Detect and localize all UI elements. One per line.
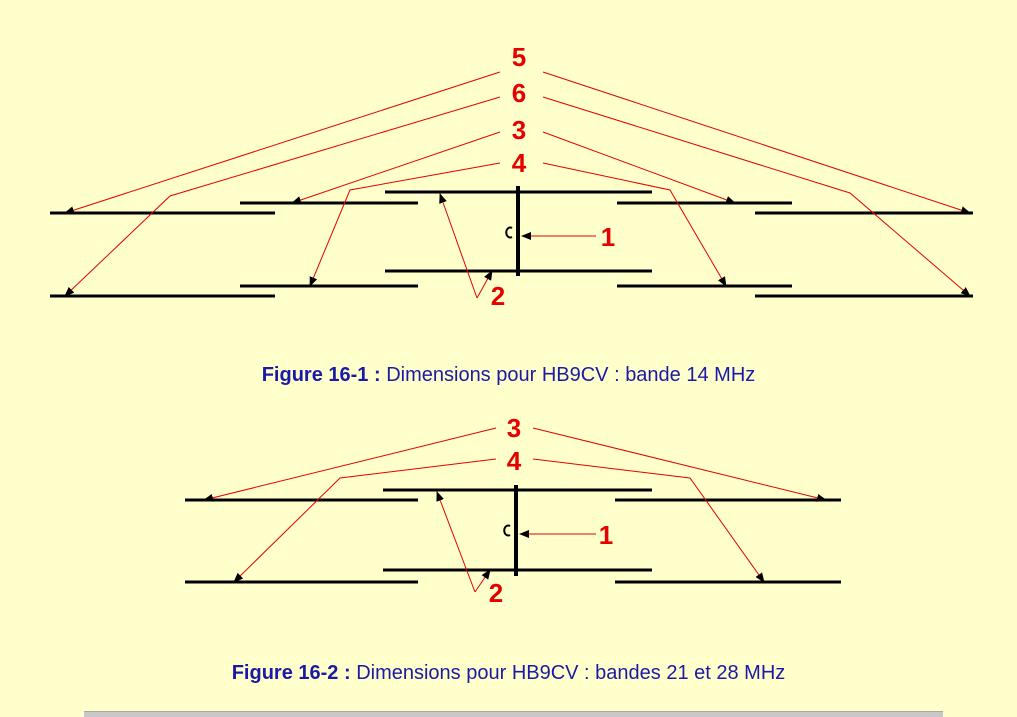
label-3: 3 (507, 413, 521, 443)
callout-6-left (64, 96, 501, 297)
figure-16-2-caption-text: Dimensions pour HB9CV : bandes 21 et 28 … (356, 662, 786, 684)
antenna-elements (185, 485, 841, 584)
callout-4-right (542, 162, 727, 287)
label-2: 2 (489, 578, 503, 608)
callout-2-top (439, 193, 478, 299)
callout-2-bottom (474, 569, 491, 593)
callout-2-bottom (476, 270, 493, 299)
callout-4-left (233, 458, 497, 583)
callout-3-left (291, 131, 501, 204)
label-1: 1 (601, 222, 615, 252)
callout-lines (203, 427, 827, 593)
label-6: 6 (512, 78, 526, 108)
feed-capacitor-icon (503, 524, 511, 537)
callout-lines (64, 71, 971, 299)
callout-3-right (542, 131, 736, 204)
figure-16-1-caption-label: Figure 16-1 : (261, 364, 381, 386)
label-1: 1 (599, 520, 613, 550)
callout-4-left (309, 162, 501, 287)
figure-16-1-caption: Figure 16-1 : Dimensions pour HB9CV : ba… (0, 364, 1017, 387)
label-4: 4 (507, 446, 522, 476)
callout-3-right (532, 427, 827, 502)
callout-4-right (532, 458, 765, 583)
callout-5-right (542, 71, 971, 214)
figure-16-2-caption: Figure 16-2 : Dimensions pour HB9CV : ba… (0, 662, 1017, 685)
callout-2-top (436, 491, 476, 593)
label-4: 4 (512, 148, 527, 178)
label-3: 3 (512, 115, 526, 145)
label-2: 2 (491, 281, 505, 311)
label-5: 5 (512, 42, 526, 72)
callout-6-right (542, 96, 971, 297)
figure-16-1-caption-text: Dimensions pour HB9CV : bande 14 MHz (386, 364, 756, 386)
figure-16-2-caption-label: Figure 16-2 : (231, 662, 351, 684)
callout-3-left (203, 427, 497, 502)
figure-16-2: 3 4 1 2 (185, 413, 841, 608)
figure-16-1: 5 6 3 4 1 2 (50, 42, 973, 311)
callout-5-left (64, 71, 501, 215)
antenna-elements (50, 186, 973, 298)
feed-capacitor-icon (505, 226, 513, 239)
bottom-divider-bar (84, 711, 943, 717)
